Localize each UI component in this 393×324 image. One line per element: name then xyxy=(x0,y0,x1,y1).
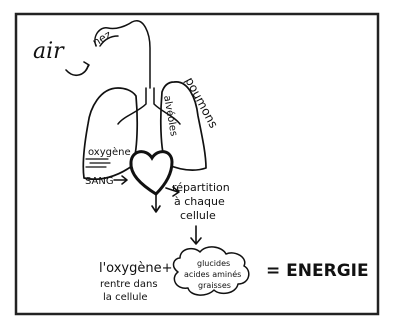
rentre-dans-label: rentre dans xyxy=(100,279,158,290)
repartition-line-1: répartition xyxy=(172,181,230,194)
repartition-line-3: cellule xyxy=(180,209,216,222)
energie-label: = ENERGIE xyxy=(266,261,369,281)
sang-label: SANG xyxy=(85,176,114,187)
oxygene-label: oxygène xyxy=(88,146,131,158)
repartition-line-2: à chaque xyxy=(174,195,225,208)
glucides-label: glucides xyxy=(197,259,230,268)
air-label: air xyxy=(33,39,65,64)
la-cellule-label: la cellule xyxy=(103,292,148,303)
graisses-label: graisses xyxy=(198,281,231,290)
oxygene-plus-label: l'oxygène+ xyxy=(99,261,173,276)
acides-amines-label: acides aminés xyxy=(184,269,241,279)
